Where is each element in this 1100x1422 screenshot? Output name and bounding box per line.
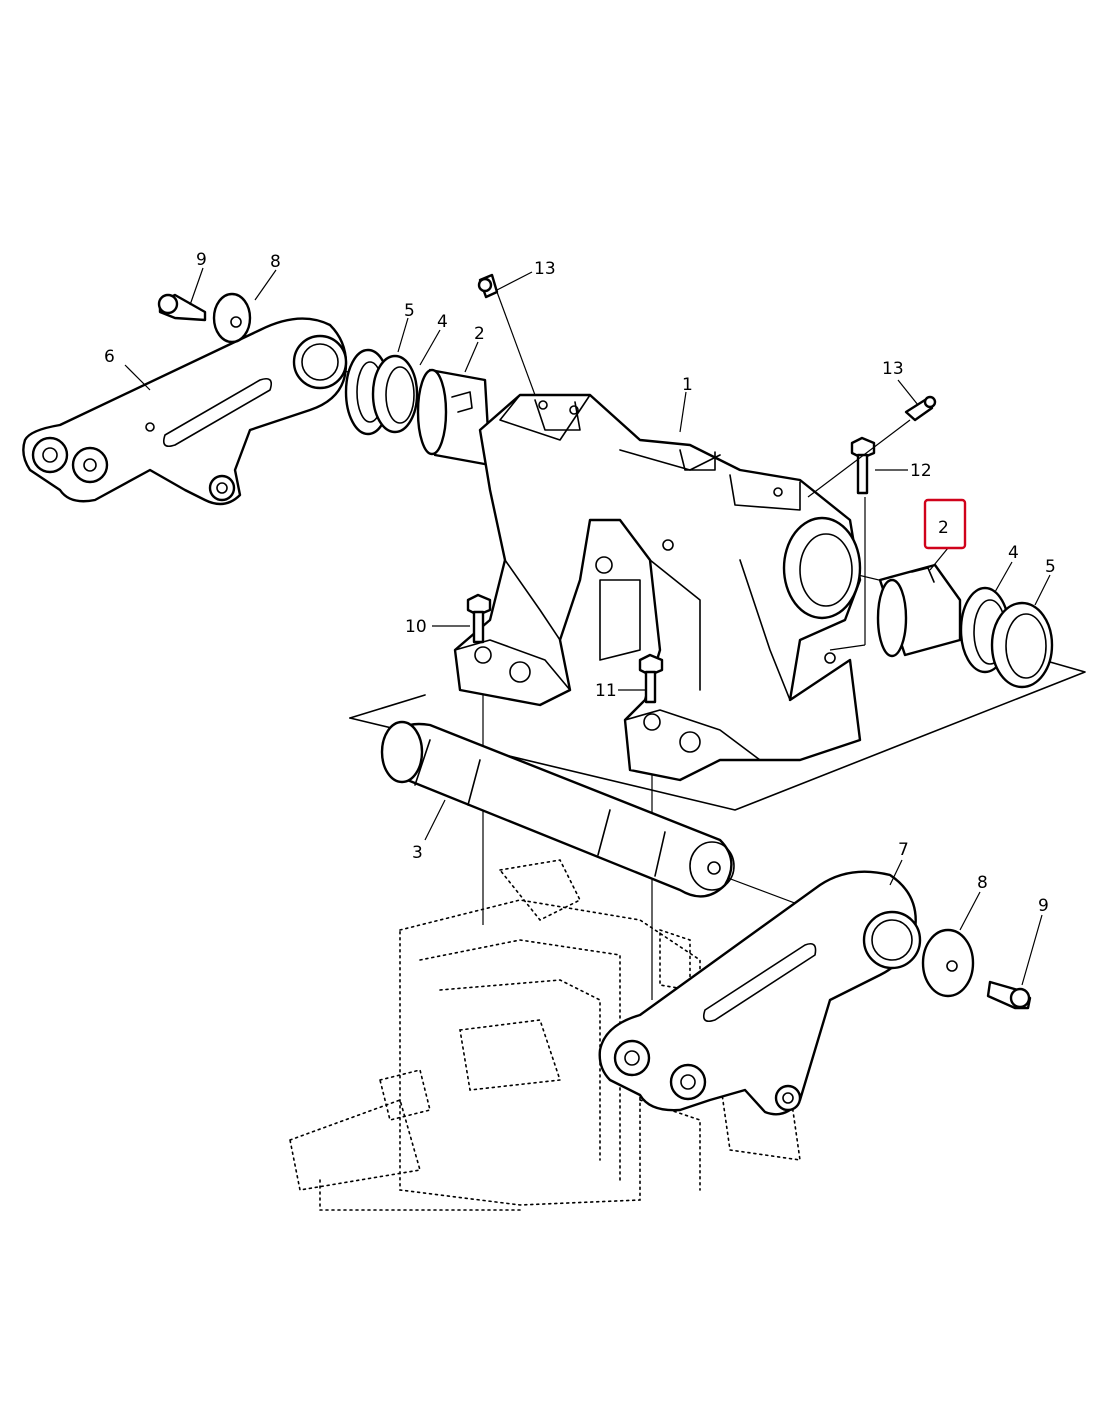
grease-nipple-right [904, 395, 937, 422]
grease-nipple-top [477, 273, 499, 299]
splined-shaft [380, 720, 735, 898]
left-washer [212, 292, 252, 344]
left-bolt [157, 293, 207, 322]
callout-4-left: 4 [437, 312, 448, 332]
right-bushing [876, 563, 962, 658]
main-housing [453, 393, 862, 782]
callout-8-left: 8 [270, 252, 281, 272]
assembly-plane [349, 661, 1086, 811]
left-bushing [416, 368, 492, 467]
callout-12: 12 [910, 461, 932, 481]
callout-3: 3 [412, 843, 423, 863]
highlight-box [923, 498, 967, 550]
callout-9-right: 9 [1038, 896, 1049, 916]
callout-4-right: 4 [1008, 543, 1019, 563]
right-washer [921, 928, 975, 998]
right-bolt [986, 980, 1032, 1010]
callout-5-left: 5 [404, 301, 415, 321]
callout-10: 10 [405, 617, 427, 637]
right-seal-ring [990, 601, 1054, 689]
callout-13-right: 13 [882, 359, 904, 379]
right-lift-arm [598, 870, 922, 1116]
bolt-10 [466, 593, 492, 644]
callout-11: 11 [595, 681, 617, 701]
callout-5-right: 5 [1045, 557, 1056, 577]
left-needle-bearing [371, 354, 419, 434]
callout-13-top: 13 [534, 259, 556, 279]
callout-2-left: 2 [474, 324, 485, 344]
callout-8-right: 8 [977, 873, 988, 893]
bolt-12 [850, 436, 876, 495]
callout-6: 6 [104, 347, 115, 367]
callout-1: 1 [682, 375, 693, 395]
background-housing-outline [289, 859, 801, 1211]
callout-leaders [124, 267, 1051, 986]
callout-7: 7 [898, 840, 909, 860]
bolt-11 [638, 653, 664, 704]
left-lift-arm [22, 317, 348, 506]
callout-2-right: 2 [938, 518, 949, 538]
callout-9-left: 9 [196, 250, 207, 270]
